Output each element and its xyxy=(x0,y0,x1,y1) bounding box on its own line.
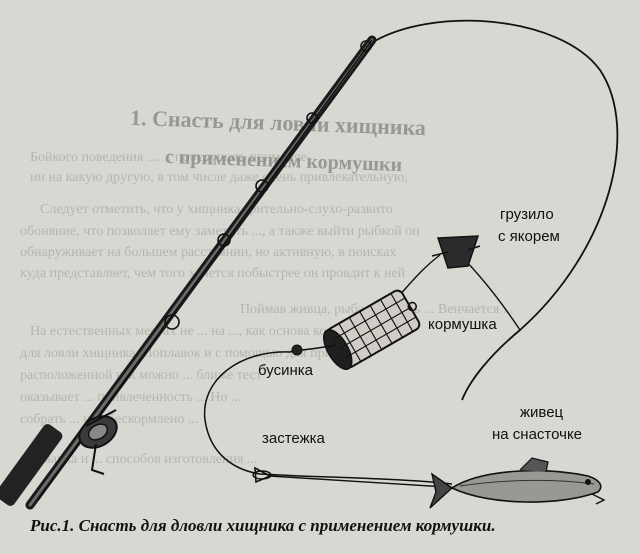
bg-line: оказывает ... привлеченность ... Но ... xyxy=(20,390,242,405)
bg-line: ии на какую другую, в том числе даже оче… xyxy=(30,170,408,185)
bead-icon xyxy=(291,344,303,356)
livebait-fish-icon xyxy=(429,457,606,509)
clasp-label: застежка xyxy=(262,430,325,447)
rod-guide xyxy=(306,112,318,124)
bg-line: обнаруживает на большем расстоянии, но а… xyxy=(20,245,397,260)
fishing-rod xyxy=(0,35,377,510)
rod-guide xyxy=(360,40,372,52)
feeder-icon xyxy=(323,289,421,370)
rod-guide xyxy=(217,233,231,247)
bg-line: Бойкого поведения ....... прослушать при… xyxy=(30,150,312,165)
rod-guide xyxy=(164,314,180,330)
clasp-icon xyxy=(252,466,272,484)
feeder-label: кормушка xyxy=(428,316,497,333)
livebait-label-line-1: живец xyxy=(520,404,564,421)
sinker-label-line-1: грузило xyxy=(500,206,554,223)
bead-label: бусинка xyxy=(258,362,313,379)
livebait-label-line-2: на снасточке xyxy=(492,426,583,443)
leader-line xyxy=(203,344,453,485)
background-text: Бойкого поведения ....... прослушать при… xyxy=(20,150,513,467)
sinker-label-line-2: с якорем xyxy=(498,228,560,245)
sinker-icon xyxy=(431,235,481,269)
bg-line: обоняние, что позволяет ему заметить ...… xyxy=(20,224,420,239)
bg-line: Следует отметить, что у хищника зрительн… xyxy=(40,202,393,217)
bg-line: куда представляет, чем того хочется побы… xyxy=(20,266,406,281)
reel-icon xyxy=(78,409,118,475)
figure-caption: Рис.1. Снасть для дловли хищника с приме… xyxy=(30,516,496,535)
rod-handle xyxy=(0,424,63,506)
bg-line: расположенной как можно ... ближе тест xyxy=(20,368,262,383)
main-line xyxy=(367,19,619,401)
rod-guide xyxy=(255,179,269,193)
